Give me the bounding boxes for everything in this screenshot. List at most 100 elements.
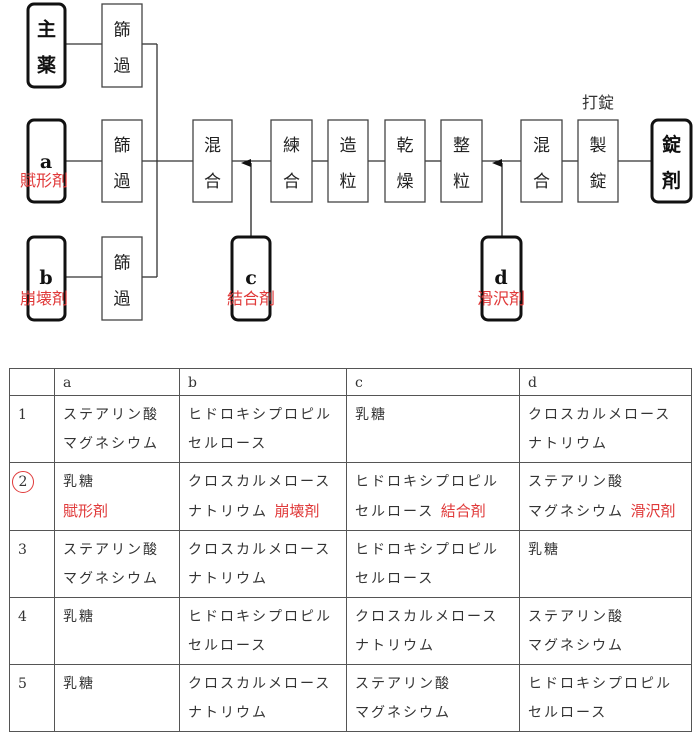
header-cell: b xyxy=(179,368,347,396)
sieve-box-label: 過 xyxy=(114,172,131,192)
step-dry-box xyxy=(384,119,426,203)
selected-answer-circle: 2 xyxy=(12,471,34,493)
input-d-role: 滑沢剤 xyxy=(477,289,525,308)
cell-c: ステアリン酸マグネシウム xyxy=(346,664,520,732)
header-cell: d xyxy=(519,368,692,396)
cell-a: 乳糖 xyxy=(54,597,180,665)
cell-line: クロスカルメロース xyxy=(188,542,332,558)
main-drug-box-label: 薬 xyxy=(36,54,56,77)
cell-line: ナトリウム xyxy=(188,705,268,721)
cell-line: セルロース xyxy=(528,705,608,721)
cell-line: ステアリン酸 xyxy=(355,676,451,692)
row-number: 4 xyxy=(9,597,55,665)
input-c-box xyxy=(230,235,272,322)
sieve-box xyxy=(101,236,143,321)
cell-line: ステアリン酸 xyxy=(63,542,159,558)
cell-line: ナトリウム xyxy=(528,436,608,452)
row-number: 1 xyxy=(9,395,55,463)
input-c-role: 結合剤 xyxy=(227,289,275,308)
cell-c: ヒドロキシプロピルセルロース xyxy=(346,530,520,598)
step-mix2-box xyxy=(520,119,563,203)
cell-d: ヒドロキシプロピルセルロース xyxy=(519,664,692,732)
cell-line: ヒドロキシプロピル xyxy=(528,676,672,692)
cell-line: 乳糖 xyxy=(63,609,95,625)
cell-b: クロスカルメロースナトリウム 崩壊剤 xyxy=(179,462,347,531)
cell-line: ナトリウム xyxy=(188,571,268,587)
cell-line: ステアリン酸 xyxy=(528,609,624,625)
step-dry-box-label: 燥 xyxy=(397,172,414,192)
row-number-value: 3 xyxy=(18,542,29,558)
cell-line: クロスカルメロース xyxy=(355,609,499,625)
cell-line: ステアリン酸 xyxy=(528,474,624,490)
input-c-letter: c xyxy=(245,267,257,289)
sieve-box-label: 過 xyxy=(114,290,131,310)
input-a-letter: a xyxy=(40,151,52,173)
compress-label: 打錠 xyxy=(582,93,614,112)
step-compress-box-label: 製 xyxy=(590,136,607,156)
step-knead-box xyxy=(270,119,313,203)
process-flow-diagram: 主薬篩過a賦形剤篩過b崩壊剤篩過c結合剤d滑沢剤混合練合造粒乾燥整粒混合製錠錠剤… xyxy=(20,2,693,322)
step-knead-box-label: 合 xyxy=(283,172,300,192)
role-note: 崩壊剤 xyxy=(274,502,320,520)
row-number-value: 1 xyxy=(18,407,29,423)
cell-a: ステアリン酸マグネシウム xyxy=(54,395,180,463)
header-cell: c xyxy=(346,368,520,396)
cell-line: マグネシウム xyxy=(63,436,159,452)
cell-line: セルロース xyxy=(355,571,435,587)
cell-a: ステアリン酸マグネシウム xyxy=(54,530,180,598)
row-number-value: 5 xyxy=(18,676,29,692)
cell-line: クロスカルメロース xyxy=(188,676,332,692)
connectors xyxy=(65,43,652,278)
cell-line: セルロース xyxy=(188,638,268,654)
row-number-text: 5 xyxy=(18,676,29,692)
cell-b: クロスカルメロースナトリウム xyxy=(179,664,347,732)
cell-d: クロスカルメロースナトリウム xyxy=(519,395,692,463)
role-note: 結合剤 xyxy=(440,502,486,520)
row-number: 2 xyxy=(9,462,55,531)
input-a-role: 賦形剤 xyxy=(20,171,68,190)
step-mix1-box-label: 混 xyxy=(204,136,221,156)
cell-line: 乳糖 xyxy=(528,542,560,558)
step-knead-box-label: 練 xyxy=(283,136,300,156)
row-number-value: 2 xyxy=(18,474,28,490)
input-d-letter: d xyxy=(494,267,507,289)
cell-line: 乳糖 xyxy=(63,676,95,692)
step-mix1-box-label: 合 xyxy=(204,172,221,192)
sieve-box-label: 過 xyxy=(114,57,131,77)
step-size-box-label: 粒 xyxy=(453,172,470,192)
step-size-box xyxy=(440,119,483,203)
product-box-label: 錠 xyxy=(662,133,681,156)
header-cell xyxy=(9,368,55,396)
main-drug-box-label: 主 xyxy=(37,19,56,41)
cell-a: 乳糖 xyxy=(54,664,180,732)
input-d-box xyxy=(480,235,523,322)
cell-line: マグネシウム xyxy=(355,705,451,721)
cell-line: ヒドロキシプロピル xyxy=(188,609,332,625)
role-note: 滑沢剤 xyxy=(630,502,676,520)
header-cell: a xyxy=(54,368,180,396)
row-number-value: 4 xyxy=(18,609,29,625)
cell-line: マグネシウム xyxy=(528,504,624,520)
role-note: 賦形剤 xyxy=(63,502,109,520)
cell-c: ヒドロキシプロピルセルロース 結合剤 xyxy=(346,462,520,531)
cell-line: 乳糖 xyxy=(355,407,387,423)
main-drug-box xyxy=(26,2,67,89)
cell-c: クロスカルメロースナトリウム xyxy=(346,597,520,665)
table-row: 3 ステアリン酸マグネシウムクロスカルメロースナトリウム ヒドロキシプロピルセルロー… xyxy=(9,530,692,598)
step-compress-box xyxy=(577,119,619,203)
cell-b: ヒドロキシプロピルセルロース xyxy=(179,597,347,665)
row-number-text: 3 xyxy=(18,542,29,558)
step-granulate-box xyxy=(327,119,369,203)
cell-line: クロスカルメロース xyxy=(188,474,332,490)
step-mix1-box xyxy=(192,119,233,203)
step-granulate-box-label: 粒 xyxy=(340,172,357,192)
step-dry-box-label: 乾 xyxy=(397,136,414,156)
step-granulate-box-label: 造 xyxy=(340,136,357,156)
sieve-box xyxy=(101,3,143,88)
